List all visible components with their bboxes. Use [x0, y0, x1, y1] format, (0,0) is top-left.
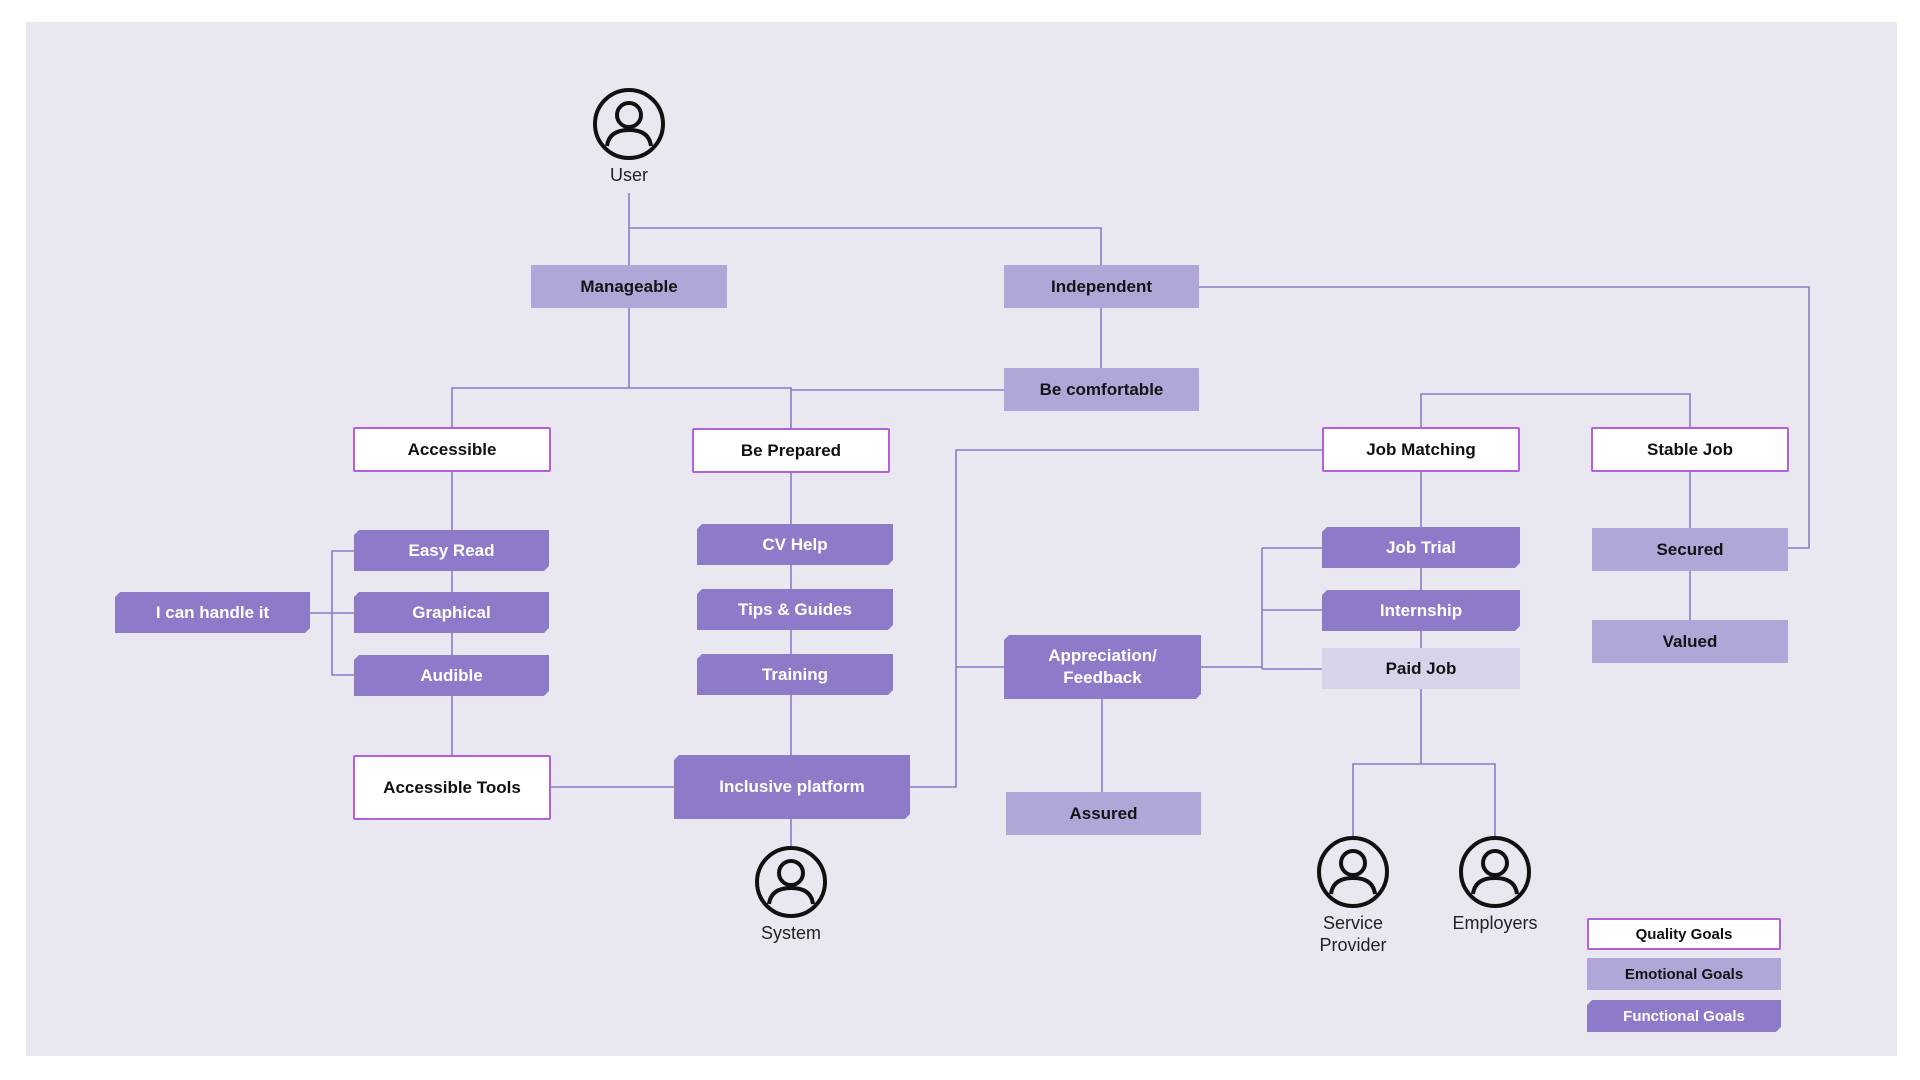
person-circle-icon: [1317, 836, 1389, 908]
node-i-can-handle-it: I can handle it: [115, 592, 310, 633]
node-tips-guides: Tips & Guides: [697, 589, 893, 630]
node-assured: Assured: [1006, 792, 1201, 835]
actor-system: System: [746, 844, 836, 944]
node-stable-job: Stable Job: [1591, 427, 1789, 472]
node-be-comfortable: Be comfortable: [1004, 368, 1199, 411]
legend-functional-goals: Functional Goals: [1587, 1000, 1781, 1032]
node-be-prepared: Be Prepared: [692, 428, 890, 473]
person-circle-icon: [1459, 836, 1531, 908]
diagram-canvas: [26, 22, 1897, 1056]
legend-quality-goals: Quality Goals: [1587, 918, 1781, 950]
actor-label: Employers: [1452, 913, 1538, 933]
node-cv-help: CV Help: [697, 524, 893, 565]
node-valued: Valued: [1592, 620, 1788, 663]
person-circle-icon: [593, 88, 665, 160]
node-appreciation-feedback: Appreciation/ Feedback: [1004, 635, 1201, 699]
actor-employers: Employers: [1437, 834, 1553, 934]
actor-service-provider: Service Provider: [1293, 834, 1413, 956]
node-accessible-tools: Accessible Tools: [353, 755, 551, 820]
node-secured: Secured: [1592, 528, 1788, 571]
node-job-matching: Job Matching: [1322, 427, 1520, 472]
node-easy-read: Easy Read: [354, 530, 549, 571]
actor-label: User: [609, 165, 648, 185]
legend-emotional-goals: Emotional Goals: [1587, 958, 1781, 990]
node-graphical: Graphical: [354, 592, 549, 633]
person-circle-icon: [755, 846, 827, 918]
node-manageable: Manageable: [531, 265, 727, 308]
node-independent: Independent: [1004, 265, 1199, 308]
actor-label: System: [760, 923, 821, 943]
node-job-trial: Job Trial: [1322, 527, 1520, 568]
actor-user: User: [584, 86, 674, 186]
node-accessible: Accessible: [353, 427, 551, 472]
node-paid-job: Paid Job: [1322, 648, 1520, 689]
node-inclusive-platform: Inclusive platform: [674, 755, 910, 819]
node-audible: Audible: [354, 655, 549, 696]
node-internship: Internship: [1322, 590, 1520, 631]
actor-label: Service Provider: [1319, 913, 1387, 955]
node-training: Training: [697, 654, 893, 695]
